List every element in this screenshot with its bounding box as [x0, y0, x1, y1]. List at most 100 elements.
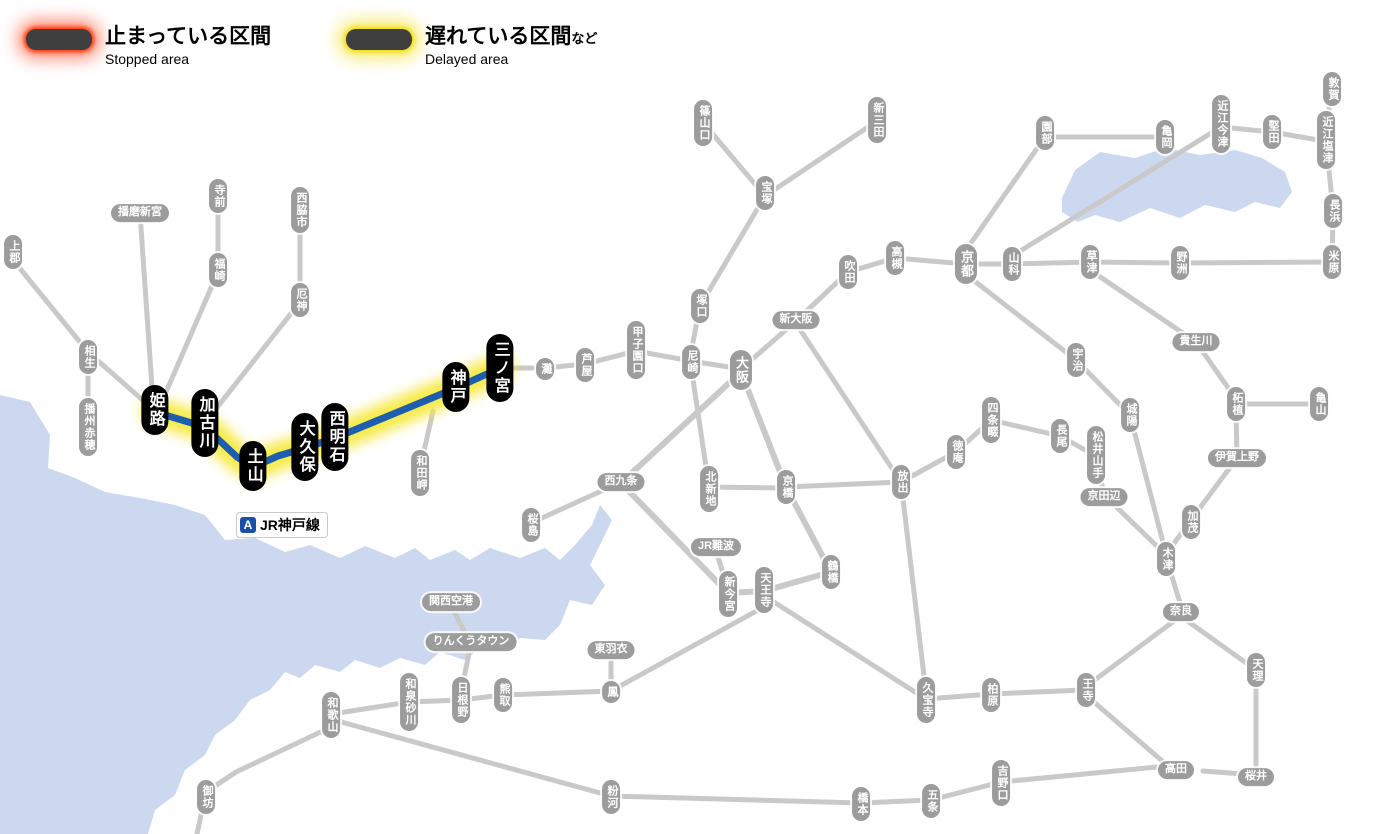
rail-line: [137, 210, 156, 405]
delayed-area-swatch: [346, 29, 412, 50]
station-pill: 桜井: [1238, 768, 1274, 786]
legend-stopped-sub: Stopped area: [105, 51, 190, 67]
legend-delayed-suffix: など: [571, 31, 598, 46]
station-pill: 新大阪: [772, 311, 820, 329]
station-pill: 長尾: [1051, 419, 1069, 453]
station-pill: 三ノ宮: [486, 334, 514, 402]
station-pill: JR難波: [690, 538, 742, 556]
legend-delayed: 遅れている区間など Delayed area: [346, 20, 597, 67]
station-pill: 東羽衣: [587, 641, 635, 659]
station-pill: 北新地: [700, 466, 718, 512]
station-pill: 鶴橋: [822, 555, 840, 589]
station-pill: 久宝寺: [917, 677, 935, 723]
station-pill: 伊賀上野: [1208, 449, 1266, 467]
station-pill: 宇治: [1067, 343, 1085, 377]
station-pill: 和泉砂川: [400, 673, 418, 731]
legend-stopped-label: 止まっている区間: [105, 20, 271, 50]
station-pill: 柏原: [982, 678, 1000, 712]
station-pill: 城陽: [1121, 398, 1139, 432]
station-pill: 熊取: [494, 678, 512, 712]
station-pill: 天理: [1247, 653, 1265, 687]
station-pill: 和田岬: [411, 450, 429, 496]
station-pill: 宝塚: [756, 176, 774, 210]
station-pill: 篠山口: [694, 100, 712, 146]
station-pill: 塚口: [691, 289, 709, 323]
station-pill: 高田: [1158, 761, 1194, 779]
station-pill: 野洲: [1171, 246, 1189, 280]
rail-line: [329, 605, 765, 717]
station-pill: 山科: [1003, 247, 1021, 281]
station-pill: 五条: [922, 784, 940, 818]
station-pill: 天王寺: [755, 567, 773, 613]
station-pill: 日根野: [452, 677, 470, 723]
station-pill: 大久保: [291, 413, 319, 481]
station-pill: 新今宮: [719, 571, 737, 617]
station-pill: 寺前: [209, 179, 227, 213]
station-pill: 西明石: [321, 403, 349, 471]
stopped-area-swatch: [26, 29, 92, 50]
station-pill: 桜島: [522, 508, 540, 542]
station-pill: 松井山手: [1087, 426, 1105, 484]
rail-line: [1009, 124, 1327, 259]
rail-line: [1323, 75, 1336, 271]
station-pill: 吉野口: [992, 760, 1010, 806]
jr-kobe-line-badge: A JR神戸線: [236, 512, 328, 538]
line-name-label: JR神戸線: [260, 517, 320, 533]
water-area: [1062, 148, 1292, 222]
station-pill: 敦賀: [1323, 72, 1341, 106]
station-pill: 近江今津: [1212, 95, 1230, 153]
station-pill: 姫路: [141, 385, 169, 435]
station-pill: 加茂: [1182, 505, 1200, 539]
station-pill: 加古川: [191, 389, 219, 457]
station-pill: 芦屋: [576, 348, 594, 382]
station-pill: 京田辺: [1080, 488, 1128, 506]
station-pill: 王寺: [1077, 673, 1095, 707]
legend-delayed-label-text: 遅れている区間: [425, 25, 572, 48]
station-pill: 鳳: [602, 681, 620, 703]
station-pill: 堅田: [1263, 115, 1281, 149]
rail-line: [688, 123, 768, 355]
legend-stopped: 止まっている区間 Stopped area: [26, 20, 271, 67]
station-pill: 近江塩津: [1317, 111, 1335, 169]
station-pill: 四条畷: [982, 397, 1000, 443]
station-pill: 新三田: [868, 97, 886, 143]
station-pill: 福崎: [209, 253, 227, 287]
station-pill: 亀岡: [1156, 120, 1174, 154]
station-pill: 土山: [239, 441, 267, 491]
station-pill: 長浜: [1324, 194, 1342, 228]
station-pill: 関西空港: [422, 593, 480, 611]
station-pill: 放出: [892, 465, 910, 499]
station-pill: 木津: [1157, 542, 1175, 576]
station-pill: 徳庵: [947, 435, 965, 469]
station-pill: 亀山: [1310, 387, 1328, 421]
rail-line: [1183, 617, 1259, 778]
station-pill: 尼崎: [682, 345, 700, 379]
station-pill: 柘植: [1227, 387, 1245, 421]
station-pill: 甲子園口: [627, 321, 645, 379]
rail-line: [1164, 405, 1240, 556]
station-pill: 園部: [1036, 116, 1054, 150]
station-pill: 草津: [1081, 245, 1099, 279]
water-area: [0, 395, 612, 834]
station-pill: 播磨新宮: [111, 204, 169, 222]
line-letter-badge: A: [240, 517, 256, 533]
station-pill: 厄神: [291, 283, 309, 317]
station-pill: 灘: [536, 358, 554, 380]
rail-line: [763, 594, 1087, 702]
station-pill: りんくうタウン: [425, 633, 517, 651]
station-pill: 高槻: [886, 241, 904, 275]
legend-stopped-label-text: 止まっている区間: [105, 25, 272, 48]
legend-delayed-sub: Delayed area: [425, 51, 509, 67]
station-pill: 上郡: [4, 235, 22, 269]
station-pill: 奈良: [1163, 603, 1199, 621]
station-pill: 神戸: [442, 362, 470, 412]
station-pill: 京都: [954, 244, 978, 284]
legend-delayed-label: 遅れている区間など: [425, 20, 597, 50]
station-pill: 貴生川: [1172, 333, 1220, 351]
station-pill: 大阪: [729, 350, 753, 390]
station-pill: 相生: [79, 340, 97, 374]
station-pill: 京橋: [777, 470, 795, 504]
station-pill: 播州赤穂: [79, 398, 97, 456]
